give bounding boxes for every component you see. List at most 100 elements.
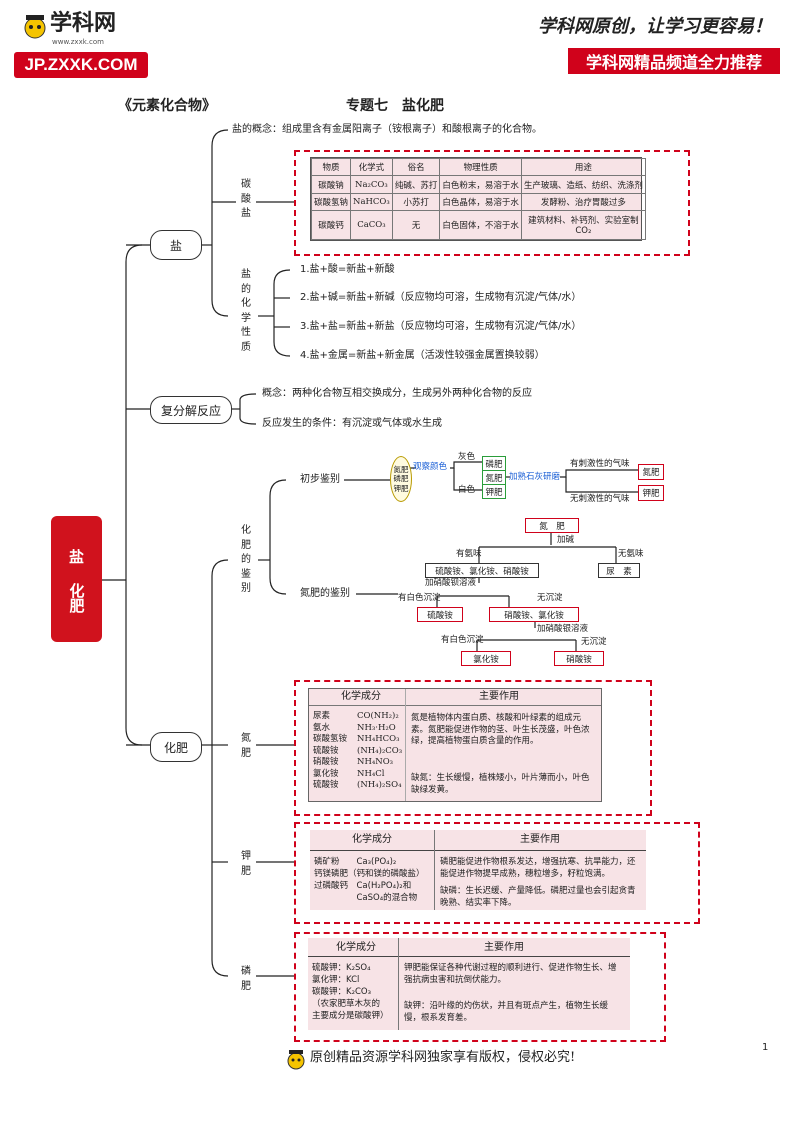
n-result-box: 氮肥 xyxy=(638,464,664,480)
list-item: NH₄HCO₃ xyxy=(357,734,400,744)
table-cell: 白色固体，不溶于水 xyxy=(439,210,522,240)
list-item: NH₄NO₃ xyxy=(357,757,394,767)
slogan: 学科网原创，让学习更容易！ xyxy=(538,16,772,37)
tree-ammonium-chloride: 氯化铵 xyxy=(461,651,511,666)
tree-urea: 尿 素 xyxy=(598,563,640,578)
group-k: 钾肥 xyxy=(393,483,409,493)
header: 学科网 www.zxxk.com JP.ZXXK.COM 学科网原创，让学习更容… xyxy=(0,0,794,95)
table-header-row: 物质 化学式 俗名 物理性质 用途 xyxy=(310,157,646,177)
list-item: 钙镁磷肥（钙和镁的磷酸盐） xyxy=(314,869,425,879)
white-label: 白色 xyxy=(458,485,476,495)
site-badge[interactable]: JP.ZXXK.COM xyxy=(14,52,148,78)
list-item: 磷矿粉 Ca₃(PO₄)₂ xyxy=(314,857,397,867)
logo-url: www.zxxk.com xyxy=(52,38,104,46)
phosphorus-lines: 磷矿粉 Ca₃(PO₄)₂ 钙镁磷肥（钙和镁的磷酸盐） 过磷酸钙 Ca(H₂PO… xyxy=(314,856,425,904)
potassium-section-label: 磷肥 xyxy=(241,966,251,992)
table-row: 碳酸钙 CaCO₃ 无 白色固体，不溶于水 建筑材料、补钙剂、实验室制CO₂ xyxy=(310,210,646,240)
nitrogen-table: 化学成分 主要作用 尿素 氨水 碳酸氢铵 硫酸铵 硝酸铵 氯化铵 硫酸铵 CO(… xyxy=(308,688,602,802)
list-item: （农家肥草木灰的 xyxy=(312,999,381,1009)
list-item: (NH₄)₂SO₄ xyxy=(357,780,402,790)
nitrogen-formulas: CO(NH₂)₂ NH₃·H₂O NH₄HCO₃ (NH₄)₂CO₃ NH₄NO… xyxy=(357,711,402,792)
fertilizer-group: 氮肥 磷肥 钾肥 xyxy=(390,456,412,502)
phosphorus-section-label: 钾肥 xyxy=(241,851,251,877)
table-row: 碳酸氢钠 NaHCO₃ 小苏打 白色晶体，易溶于水 发酵粉、治疗胃酸过多 xyxy=(310,192,646,212)
phosphorus-effect: 磷肥能促进作物根系发达，增强抗寒、抗旱能力，还能促进作物提早成熟，穗粒增多，籽粒… xyxy=(440,857,636,879)
carbonate-table: 物质 化学式 俗名 物理性质 用途 碳酸钠 Na₂CO₃ 纯碱、苏打 白色粉末，… xyxy=(310,157,646,241)
list-item: 尿素 xyxy=(313,711,331,721)
p-fert-box: 磷肥 xyxy=(482,456,506,471)
page-title: 专题七 盐化肥 xyxy=(346,98,444,114)
tree-barium: 加硝酸钡溶液 xyxy=(425,578,477,588)
list-item: 碳酸氢铵 xyxy=(313,734,348,744)
observe-color: 观察颜色 xyxy=(413,462,448,472)
fertilizer-node[interactable]: 化肥 xyxy=(150,732,202,762)
identify-label: 化肥的鉴别 xyxy=(241,525,251,594)
table-row: 碳酸钠 Na₂CO₃ 纯碱、苏打 白色粉末，易溶于水 生产玻璃、造纸、纺织、洗涤… xyxy=(310,175,646,194)
phosphorus-col2: 主要作用 xyxy=(520,834,560,845)
root-label-salt: 盐 xyxy=(68,548,84,566)
property-1: 1.盐+酸=新盐+新酸 xyxy=(300,264,395,275)
nitrogen-lack: 缺氮：生长缓慢，植株矮小，叶片薄而小，叶色缺绿发黄。 xyxy=(411,773,590,795)
tree-alkali: 加碱 xyxy=(557,535,575,545)
gray-label: 灰色 xyxy=(458,452,476,462)
tree-silver: 加硝酸银溶液 xyxy=(537,624,589,634)
list-item: 硫酸钾：K₂SO₄ xyxy=(312,963,371,973)
list-item: CaSO₄的混合物 xyxy=(314,893,418,903)
nitrogen-label: 氮肥 xyxy=(241,733,251,759)
tree-ammonium-nitrate: 硝酸铵 xyxy=(554,651,604,666)
tree-no-ammonia: 无氨味 xyxy=(618,549,644,559)
salt-concept: 盐的概念：组成里含有金属阳离子（铵根离子）和酸根离子的化合物。 xyxy=(232,124,542,135)
list-item: 主要成分是碳酸钾） xyxy=(312,1011,389,1021)
title-left: 《元素化合物》 xyxy=(118,98,216,114)
root-node[interactable]: 盐 化肥 xyxy=(51,516,102,642)
table-cell: 生产玻璃、造纸、纺织、洗涤剂 xyxy=(520,175,646,194)
salt-node[interactable]: 盐 xyxy=(150,230,202,260)
list-item: 氯化钾：KCl xyxy=(312,975,360,985)
tree-no-ppt: 无沉淀 xyxy=(537,593,563,603)
table-cell: 白色粉末，易溶于水 xyxy=(439,175,522,194)
list-item: NH₃·H₂O xyxy=(357,722,396,733)
list-item: 硫酸铵 xyxy=(313,745,339,756)
logo-mascot-icon xyxy=(22,12,48,40)
table-cell: 发酵粉、治疗胃酸过多 xyxy=(520,192,646,212)
table-cell: 白色晶体，易溶于水 xyxy=(439,192,522,212)
list-item: 碳酸钾：K₂CO₃ xyxy=(312,987,372,997)
potassium-effect: 钾肥能保证各种代谢过程的顺利进行、促进作物生长、增强抗病虫害和抗倒伏能力。 xyxy=(404,963,617,985)
property-4: 4.盐+金属=新盐+新金属（活泼性较强金属置换较弱） xyxy=(300,350,545,361)
list-item: (NH₄)₂CO₃ xyxy=(357,745,403,756)
chem-properties-label: 盐的化学性质 xyxy=(241,269,251,353)
logo-name: 学科网 xyxy=(50,11,117,36)
nitrogen-names: 尿素 氨水 碳酸氢铵 硫酸铵 硝酸铵 氯化铵 硫酸铵 xyxy=(313,711,347,792)
tree-no-ppt2: 无沉淀 xyxy=(581,637,607,647)
list-item: 硫酸铵 xyxy=(313,780,339,790)
potassium-col2: 主要作用 xyxy=(484,942,524,953)
col-formula: 化学式 xyxy=(350,157,393,177)
tree-white-ppt: 有白色沉淀 xyxy=(398,593,441,603)
phosphorus-col1: 化学成分 xyxy=(352,834,392,845)
tree-white-ppt2: 有白色沉淀 xyxy=(441,635,484,645)
nitrogen-col2: 主要作用 xyxy=(479,691,519,702)
group-p: 磷肥 xyxy=(393,474,409,484)
potassium-lack: 缺钾：沿叶缘的灼伤状，并且有斑点产生，植物生长缓慢，根系发育差。 xyxy=(404,1001,609,1023)
col-substance: 物质 xyxy=(310,157,352,177)
banner-text: 学科网精品频道全力推荐 xyxy=(585,53,762,72)
potassium-table: 化学成分 主要作用 硫酸钾：K₂SO₄ 氯化钾：KCl 碳酸钾：K₂CO₃ （农… xyxy=(308,938,630,1030)
tree-ammonium-group: 硫酸铵、氯化铵、硝酸铵 xyxy=(425,563,539,578)
tree-nitrate-chloride: 硝酸铵、氯化铵 xyxy=(489,607,579,622)
list-item: NH₄Cl xyxy=(357,768,385,779)
k-fert-box: 钾肥 xyxy=(482,484,506,499)
potassium-col1: 化学成分 xyxy=(336,942,376,953)
list-item: 过磷酸钙 Ca(H₂PO₄)₂和 xyxy=(314,881,412,891)
table-cell: 无 xyxy=(391,210,441,240)
property-2: 2.盐+碱=新盐+新碱（反应物均可溶，生成物有沉淀/气体/水） xyxy=(300,292,582,303)
group-n: 氮肥 xyxy=(393,464,409,474)
double-concept: 概念：两种化合物互相交换成分，生成另外两种化合物的反应 xyxy=(262,388,532,399)
tree-root: 氮 肥 xyxy=(525,518,579,533)
table-cell: 小苏打 xyxy=(391,192,441,212)
table-cell: 建筑材料、补钙剂、实验室制CO₂ xyxy=(520,210,646,240)
double-decomposition-node[interactable]: 复分解反应 xyxy=(150,396,232,424)
pungent-label: 有刺激性的气味 xyxy=(570,459,630,469)
page-number: 1 xyxy=(762,1042,769,1053)
list-item: CO(NH₂)₂ xyxy=(357,711,399,721)
n-fert-box: 氮肥 xyxy=(482,470,506,485)
